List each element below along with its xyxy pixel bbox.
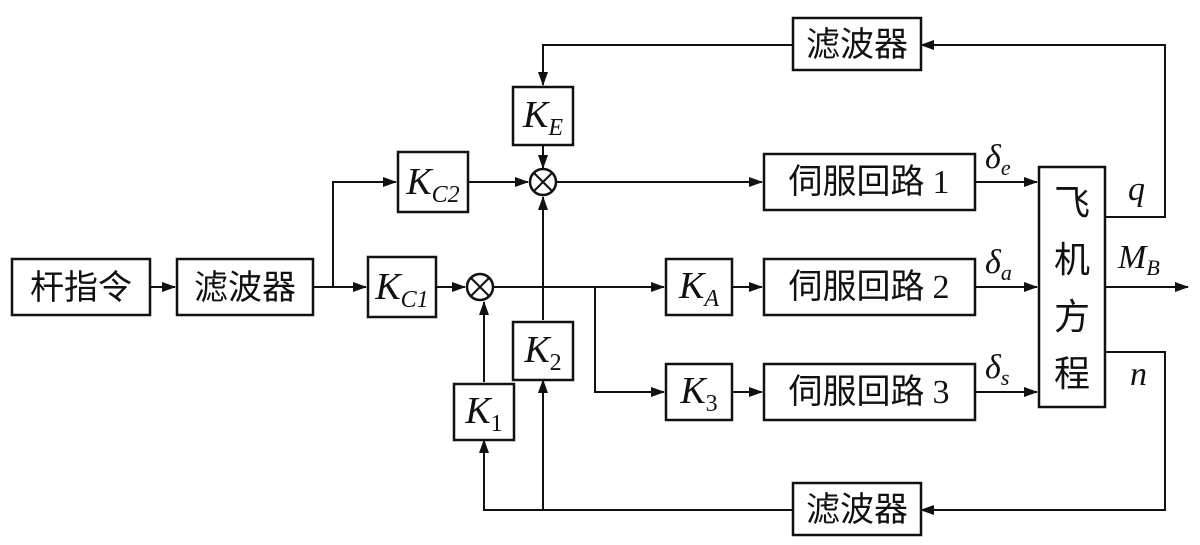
gain-ka-block: KA — [664, 257, 734, 317]
feedback-filter-top-label: 滤波器 — [806, 25, 908, 65]
aircraft-char-2: 机 — [1054, 240, 1090, 281]
signal-delta-e: δe — [985, 139, 1011, 180]
gain-kc2-block: KC2 — [396, 150, 470, 214]
gain-k2-label: K2 — [523, 329, 561, 376]
gain-k1-label: K1 — [464, 390, 502, 437]
line-n-to-bottom-filter — [920, 351, 1166, 515]
line-sum-mid-to-k3 — [594, 287, 665, 397]
aircraft-char-3: 方 — [1054, 297, 1090, 338]
gain-k3-block: K3 — [664, 362, 734, 422]
line-top-filter-to-ke — [538, 44, 793, 86]
signal-lines — [150, 40, 1189, 515]
gain-ke-block: KE — [511, 85, 575, 147]
gain-kc1-block: KC1 — [366, 255, 438, 319]
input-filter-block: 滤波器 — [175, 257, 315, 317]
summing-junction-middle — [465, 272, 495, 302]
line-bottom-filter-to-k1 — [479, 439, 793, 511]
feedback-filter-bottom-label: 滤波器 — [806, 490, 908, 530]
stick-command-label: 杆指令 — [30, 268, 132, 308]
gain-k2-block: K2 — [511, 320, 575, 382]
signal-mb: MB — [1117, 239, 1160, 280]
input-filter-label: 滤波器 — [194, 268, 296, 308]
signal-n: n — [1130, 356, 1147, 393]
signal-q: q — [1128, 171, 1145, 208]
signal-delta-s: δs — [985, 349, 1009, 390]
line-q-to-top-filter — [920, 40, 1166, 218]
aircraft-char-4: 程 — [1054, 354, 1090, 395]
aircraft-equations-block: 飞 机 方 程 — [1037, 165, 1107, 409]
line-filter-to-kc2 — [332, 177, 397, 287]
gain-k1-block: K1 — [452, 382, 516, 442]
gain-ka-label: KA — [678, 265, 719, 312]
gain-kc2-label: KC2 — [405, 161, 459, 208]
gain-kc1-label: KC1 — [374, 266, 428, 313]
summing-junction-top — [528, 167, 558, 197]
gain-k3-label: K3 — [679, 370, 717, 417]
feedback-filter-top-block: 滤波器 — [791, 16, 923, 72]
feedback-filter-bottom-block: 滤波器 — [791, 481, 923, 537]
aircraft-char-1: 飞 — [1054, 183, 1090, 224]
signal-delta-a: δa — [985, 244, 1012, 285]
stick-command-block: 杆指令 — [10, 257, 152, 317]
gain-ke-label: KE — [522, 94, 563, 141]
